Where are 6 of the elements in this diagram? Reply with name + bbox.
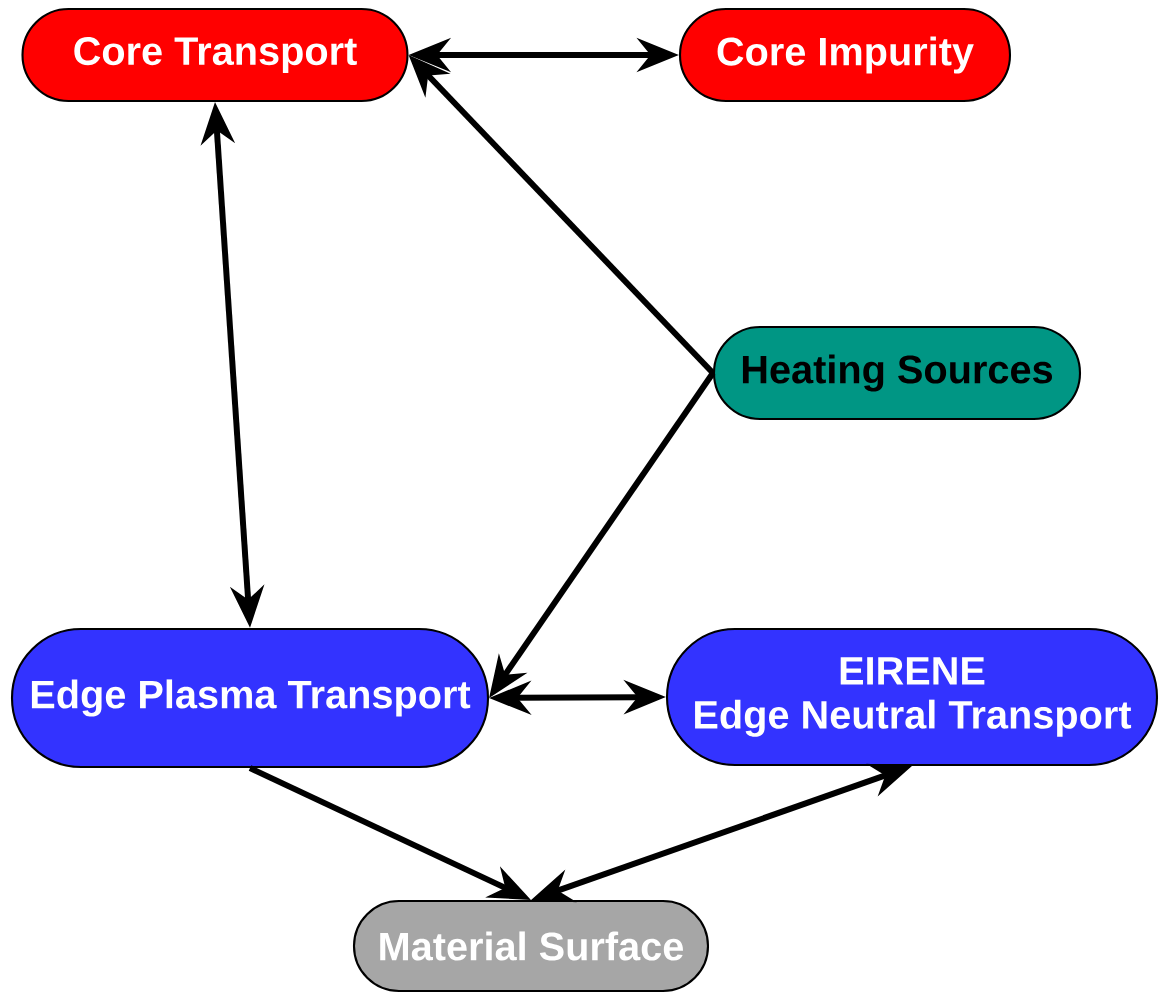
- process-box: Heating Sources: [712, 325, 1082, 421]
- process-box: Core Impurity: [678, 7, 1012, 103]
- process-box: Edge Plasma Transport: [10, 627, 490, 769]
- process-box: Material Surface: [352, 899, 710, 993]
- process-box: EIRENE Edge Neutral Transport: [665, 627, 1159, 767]
- process-box: Core Transport: [21, 7, 409, 103]
